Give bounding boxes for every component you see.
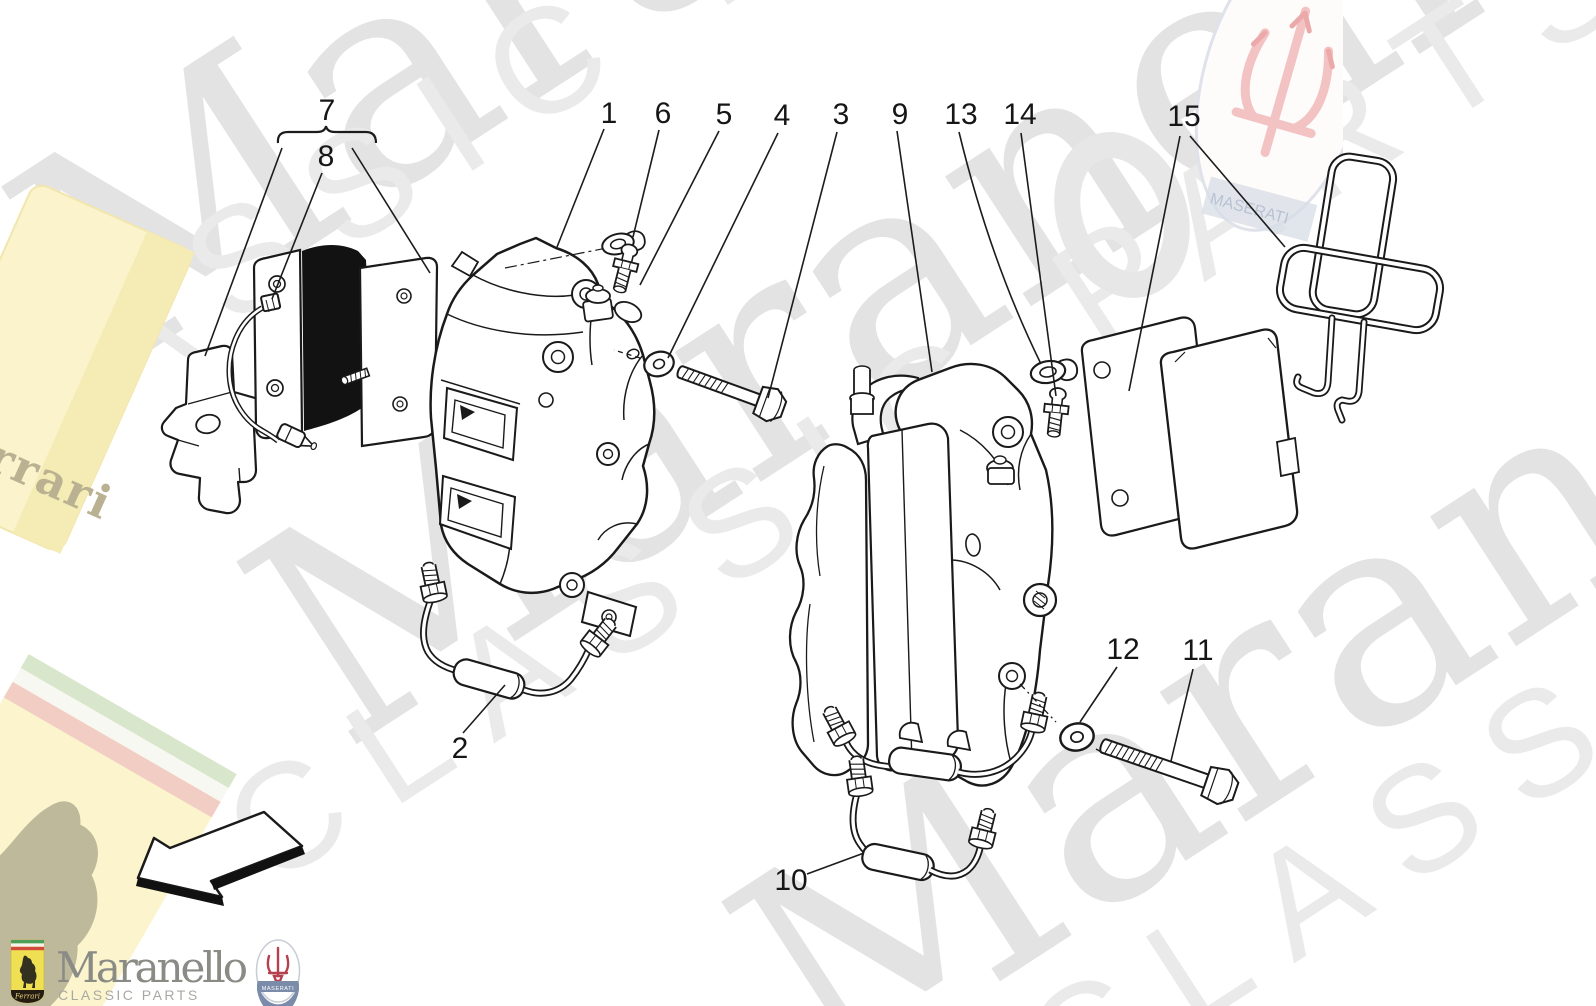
prancing-horse-icon: [19, 955, 37, 988]
callout-5[interactable]: 5: [715, 98, 733, 131]
pad-wear-sensor: [226, 292, 318, 451]
maranello-classic-parts-logo: Ferrari Maranello CLASSIC PARTS MASERATI: [8, 936, 308, 1006]
maserati-label: MASERATI: [262, 986, 295, 992]
caliper-pad-window: [438, 474, 517, 551]
ferrari-label: Ferrari: [14, 993, 40, 1001]
callout-8[interactable]: 8: [317, 140, 335, 173]
callout-2[interactable]: 2: [451, 732, 469, 765]
sensor-connector: [276, 423, 318, 451]
callout-12[interactable]: 12: [1106, 633, 1140, 666]
maserati-logo-icon: MASERATI: [255, 939, 301, 1006]
callout-10[interactable]: 10: [774, 864, 808, 897]
caliper-pad-window: [442, 386, 519, 462]
callout-7[interactable]: 7: [318, 94, 336, 127]
caliper-bolt-rear: [1099, 738, 1240, 806]
callout-4[interactable]: 4: [773, 99, 791, 132]
callout-15[interactable]: 15: [1167, 100, 1201, 133]
horse-silhouette-watermark: [0, 801, 98, 1006]
rear-brake-caliper: [788, 362, 1058, 787]
watermark-letter-ring: [1054, 132, 1190, 298]
ferrari-shield-watermark-bottom: [0, 654, 237, 1006]
callout-9[interactable]: 9: [891, 98, 909, 131]
rear-pad-inner: [866, 422, 960, 772]
callout-6[interactable]: 6: [654, 97, 672, 130]
callout-leader-lines: [204, 125, 1286, 875]
callout-14[interactable]: 14: [1003, 98, 1037, 131]
ferrari-shield-icon: Ferrari: [10, 939, 45, 1004]
rear-caliper-fitting: [849, 365, 875, 415]
brake-hose-front: [415, 559, 623, 703]
pink-trident-icon: [1231, 6, 1334, 157]
brake-hose-rear: [843, 753, 1002, 884]
caliper-bolt-front: [676, 365, 788, 423]
callout-1[interactable]: 1: [600, 97, 618, 130]
callout-3[interactable]: 3: [832, 98, 850, 131]
direction-arrow-icon: [136, 810, 305, 906]
callout-13[interactable]: 13: [944, 98, 978, 131]
front-brake-caliper: [429, 236, 656, 638]
pad-retaining-bracket: [160, 344, 270, 515]
maserati-watermark-oval: MASERATI: [1194, 0, 1343, 242]
rear-pad-set: [1080, 316, 1300, 550]
logo-tagline-text: CLASSIC PARTS: [58, 987, 200, 1003]
brake-pad-inner: [252, 245, 368, 440]
ferrari-shield-watermark-top: Ferrari: [0, 184, 195, 554]
friction-material: [302, 245, 368, 431]
callout-11[interactable]: 11: [1182, 634, 1214, 667]
anti-rattle-spring: [1275, 152, 1445, 424]
rear-pad-outer: [788, 443, 870, 777]
washer-rear: [1056, 719, 1098, 755]
logo-brand-text: Maranello: [56, 943, 248, 992]
